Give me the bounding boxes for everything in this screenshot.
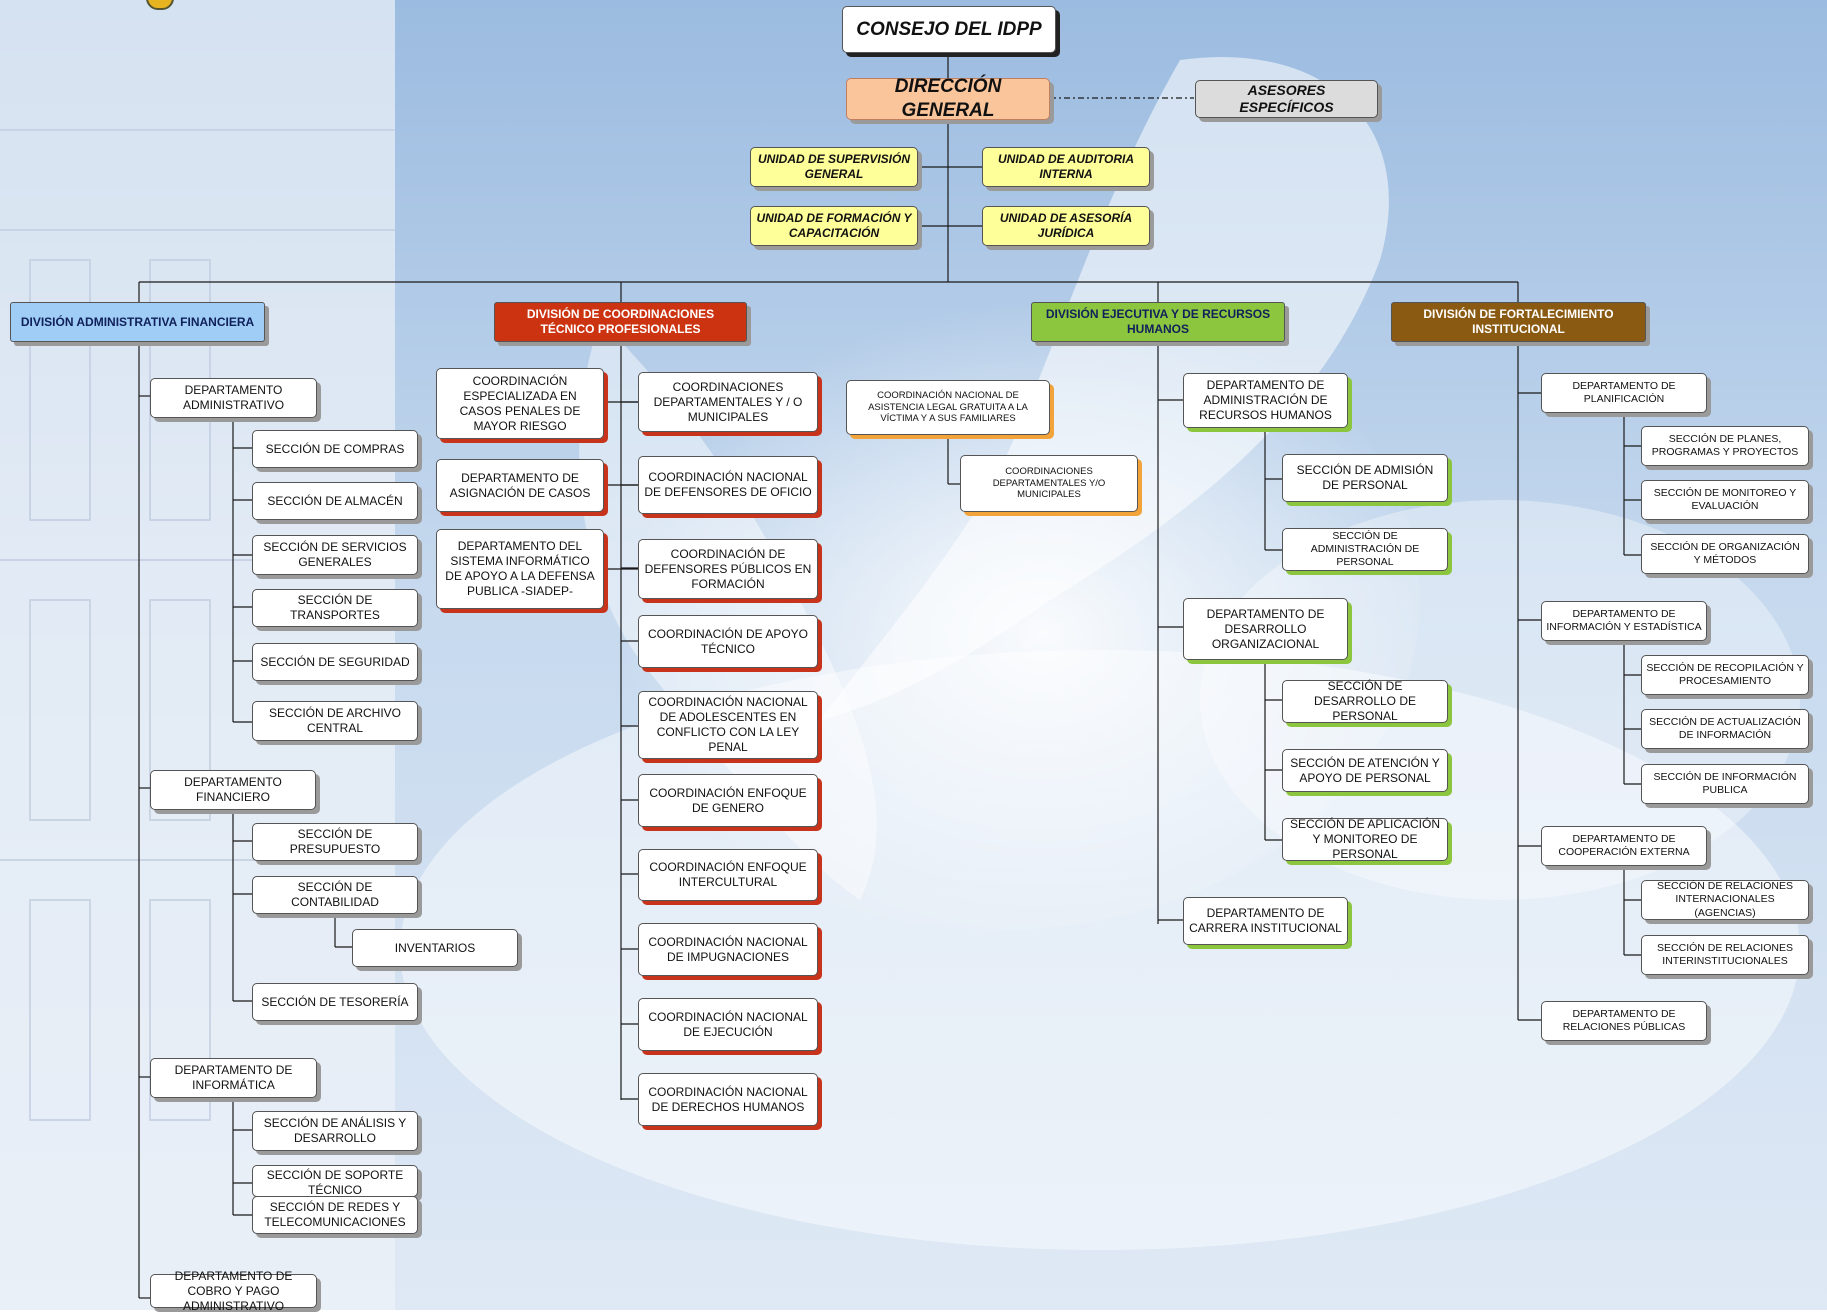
coord-genero-node[interactable]: COORDINACIÓN ENFOQUE DE GENERO xyxy=(638,774,818,827)
dept-administrativo-node[interactable]: DEPARTAMENTO ADMINISTRATIVO xyxy=(150,378,317,418)
coord-impugnaciones-node[interactable]: COORDINACIÓN NACIONAL DE IMPUGNACIONES xyxy=(638,923,818,976)
dept-cobro-node[interactable]: DEPARTAMENTO DE COBRO Y PAGO ADMINISTRAT… xyxy=(150,1269,317,1313)
asesores-node[interactable]: ASESORES ESPECÍFICOS xyxy=(1195,80,1378,118)
sec-aplicacion-node[interactable]: SECCIÓN DE APLICACIÓN Y MONITOREO DE PER… xyxy=(1282,817,1448,861)
sec-contabilidad-node[interactable]: SECCIÓN DE CONTABILIDAD xyxy=(252,876,418,914)
sec-soporte-node[interactable]: SECCIÓN DE SOPORTE TÉCNICO xyxy=(252,1165,418,1197)
sec-compras-node[interactable]: SECCIÓN DE COMPRAS xyxy=(252,430,418,468)
dept-desarrollo-node[interactable]: DEPARTAMENTO DE DESARROLLO ORGANIZACIONA… xyxy=(1183,598,1348,660)
sec-admision-node[interactable]: SECCIÓN DE ADMISIÓN DE PERSONAL xyxy=(1282,454,1448,502)
sec-administracion-node[interactable]: SECCIÓN DE ADMINISTRACIÓN DE PERSONAL xyxy=(1282,528,1448,571)
sec-tesoreria-node[interactable]: SECCIÓN DE TESORERÍA xyxy=(252,983,418,1021)
unidad-supervision-node[interactable]: UNIDAD DE SUPERVISIÓN GENERAL xyxy=(750,147,918,187)
unidad-asesoria-node[interactable]: UNIDAD DE ASESORÍA JURÍDICA xyxy=(982,206,1150,246)
dept-financiero-node[interactable]: DEPARTAMENTO FINANCIERO xyxy=(150,770,316,810)
dept-informatica-node[interactable]: DEPARTAMENTO DE INFORMÁTICA xyxy=(150,1058,317,1098)
inventarios-node[interactable]: INVENTARIOS xyxy=(352,929,518,967)
coord-defensores-formacion-node[interactable]: COORDINACIÓN DE DEFENSORES PÚBLICOS EN F… xyxy=(638,539,818,599)
sec-servicios-node[interactable]: SECCIÓN DE SERVICIOS GENERALES xyxy=(252,535,418,575)
sec-desarrollo-node[interactable]: SECCIÓN DE DESARROLLO DE PERSONAL xyxy=(1282,679,1448,723)
division-administrativa-node[interactable]: DIVISIÓN ADMINISTRATIVA FINANCIERA xyxy=(10,302,265,342)
coord-adolescentes-node[interactable]: COORDINACIÓN NACIONAL DE ADOLESCENTES EN… xyxy=(638,691,818,759)
unidad-auditoria-node[interactable]: UNIDAD DE AUDITORIA INTERNA xyxy=(982,147,1150,187)
sec-seguridad-node[interactable]: SECCIÓN DE SEGURIDAD xyxy=(252,643,418,681)
coord-derechos-humanos-node[interactable]: COORDINACIÓN NACIONAL DE DERECHOS HUMANO… xyxy=(638,1073,818,1126)
sec-planes-node[interactable]: SECCIÓN DE PLANES, PROGRAMAS Y PROYECTOS xyxy=(1641,426,1809,466)
coord-defensores-oficio-node[interactable]: COORDINACIÓN NACIONAL DE DEFENSORES DE O… xyxy=(638,456,818,514)
unidad-formacion-node[interactable]: UNIDAD DE FORMACIÓN Y CAPACITACIÓN xyxy=(750,206,918,246)
dept-carrera-node[interactable]: DEPARTAMENTO DE CARRERA INSTITUCIONAL xyxy=(1183,897,1348,945)
coord-apoyo-tecnico-node[interactable]: COORDINACIÓN DE APOYO TÉCNICO xyxy=(638,615,818,668)
coord-especializada-node[interactable]: COORDINACIÓN ESPECIALIZADA EN CASOS PENA… xyxy=(436,368,604,439)
dept-siadep-node[interactable]: DEPARTAMENTO DEL SISTEMA INFORMÁTICO DE … xyxy=(436,529,604,609)
sec-monitoreo-node[interactable]: SECCIÓN DE MONITOREO Y EVALUACIÓN xyxy=(1641,480,1809,520)
division-ejecutiva-node[interactable]: DIVISIÓN EJECUTIVA Y DE RECURSOS HUMANOS xyxy=(1031,302,1285,342)
sec-transportes-node[interactable]: SECCIÓN DE TRANSPORTES xyxy=(252,589,418,627)
sec-archivo-node[interactable]: SECCIÓN DE ARCHIVO CENTRAL xyxy=(252,701,418,741)
coord-asistencia-victima-node[interactable]: COORDINACIÓN NACIONAL DE ASISTENCIA LEGA… xyxy=(846,380,1050,435)
dept-informacion-node[interactable]: DEPARTAMENTO DE INFORMACIÓN Y ESTADÍSTIC… xyxy=(1541,601,1707,641)
dept-planificacion-node[interactable]: DEPARTAMENTO DE PLANIFICACIÓN xyxy=(1541,373,1707,413)
sec-organizacion-node[interactable]: SECCIÓN DE ORGANIZACIÓN Y MÉTODOS xyxy=(1641,534,1809,574)
sec-atencion-node[interactable]: SECCIÓN DE ATENCIÓN Y APOYO DE PERSONAL xyxy=(1282,749,1448,792)
coord-ejecucion-node[interactable]: COORDINACIÓN NACIONAL DE EJECUCIÓN xyxy=(638,998,818,1051)
sec-presupuesto-node[interactable]: SECCIÓN DE PRESUPUESTO xyxy=(252,823,418,861)
sec-redes-node[interactable]: SECCIÓN DE REDES Y TELECOMUNICACIONES xyxy=(252,1196,418,1234)
coord-departamentales-node[interactable]: COORDINACIONES DEPARTAMENTALES Y / O MUN… xyxy=(638,372,818,432)
direccion-general-node[interactable]: DIRECCIÓN GENERAL xyxy=(846,76,1050,121)
dove-shape xyxy=(820,56,1389,721)
sec-analisis-node[interactable]: SECCIÓN DE ANÁLISIS Y DESARROLLO xyxy=(252,1111,418,1151)
dept-relaciones-publicas-node[interactable]: DEPARTAMENTO DE RELACIONES PÚBLICAS xyxy=(1541,1001,1707,1041)
division-fortalecimiento-node[interactable]: DIVISIÓN DE FORTALECIMIENTO INSTITUCIONA… xyxy=(1391,302,1646,342)
sec-internacionales-node[interactable]: SECCIÓN DE RELACIONES INTERNACIONALES (A… xyxy=(1641,880,1809,920)
sec-interinstitucionales-node[interactable]: SECCIÓN DE RELACIONES INTERINSTITUCIONAL… xyxy=(1641,935,1809,975)
dept-cooperacion-node[interactable]: DEPARTAMENTO DE COOPERACIÓN EXTERNA xyxy=(1541,826,1707,866)
coord-intercultural-node[interactable]: COORDINACIÓN ENFOQUE INTERCULTURAL xyxy=(638,849,818,901)
division-coordinaciones-node[interactable]: DIVISIÓN DE COORDINACIONES TÉCNICO PROFE… xyxy=(494,302,747,342)
sec-almacen-node[interactable]: SECCIÓN DE ALMACÉN xyxy=(252,482,418,520)
consejo-node[interactable]: CONSEJO DEL IDPP xyxy=(842,6,1056,53)
sec-info-publica-node[interactable]: SECCIÓN DE INFORMACIÓN PUBLICA xyxy=(1641,764,1809,804)
sec-recopilacion-node[interactable]: SECCIÓN DE RECOPILACIÓN Y PROCESAMIENTO xyxy=(1641,655,1809,695)
dept-admin-rrhh-node[interactable]: DEPARTAMENTO DE ADMINISTRACIÓN DE RECURS… xyxy=(1183,373,1348,428)
coord-departamentales-victima-node[interactable]: COORDINACIONES DEPARTAMENTALES Y/O MUNIC… xyxy=(960,455,1138,512)
dept-asignacion-node[interactable]: DEPARTAMENTO DE ASIGNACIÓN DE CASOS xyxy=(436,459,604,512)
sec-actualizacion-node[interactable]: SECCIÓN DE ACTUALIZACIÓN DE INFORMACIÓN xyxy=(1641,709,1809,749)
